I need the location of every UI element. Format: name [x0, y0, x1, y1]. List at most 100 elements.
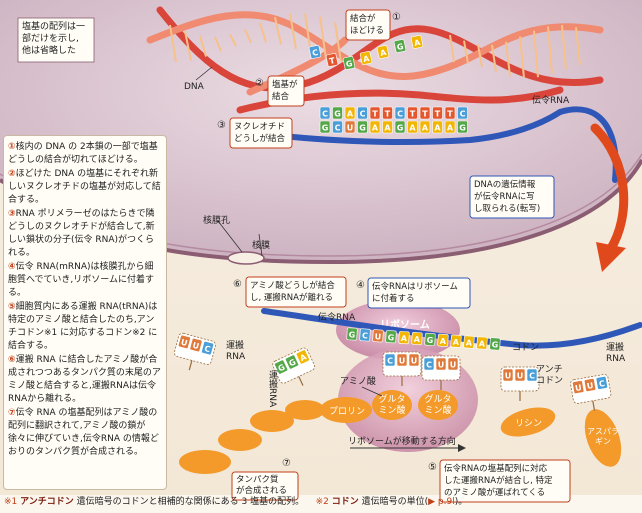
svg-text:U: U — [505, 372, 512, 381]
dna-base-A: A — [360, 51, 372, 65]
trna-base-U: U — [503, 369, 513, 381]
callout-c4-num: ④ — [356, 280, 365, 291]
mrna-base-A: A — [412, 332, 423, 345]
mrna-base-C: C — [360, 329, 371, 342]
dna-base-G: G — [394, 39, 406, 53]
callout-c6-num: ⑥ — [233, 279, 242, 290]
svg-text:G: G — [359, 124, 366, 133]
trna-base-U: U — [397, 354, 407, 366]
rna-base-A: A — [370, 121, 380, 133]
mrna-base-A: A — [451, 335, 462, 348]
amino-lysine-label: リシン — [515, 419, 542, 429]
template-base-C: C — [395, 107, 405, 119]
trna-base-C: C — [596, 376, 608, 390]
dna-base-C: C — [309, 45, 321, 59]
codon-label: コドン — [512, 343, 539, 353]
callout-c5-num: ⑤ — [428, 462, 437, 473]
svg-text:T: T — [422, 110, 428, 119]
step-5: ⑤細胞質内にある運搬 RNA(tRNA)は特定のアミノ酸と結合したのち,アンチコ… — [8, 301, 162, 353]
steps-panel: ①核内の DNA の 2本鎖の一部で塩基どうしの結合が切れてほどける。 ②ほどけ… — [3, 135, 167, 490]
svg-text:U: U — [517, 372, 524, 381]
svg-text:A: A — [422, 124, 429, 133]
rna-base-A: A — [383, 121, 393, 133]
page-ref-link[interactable]: ▶ p.9l — [428, 497, 455, 507]
step-3: ③RNA ポリメラーゼのはたらきで隣どうしのヌクレオチドが結合して,新しい鎖状の… — [8, 208, 162, 260]
dna-base-T: T — [326, 53, 338, 67]
step-6: ⑥運搬 RNA に結合したアミノ酸が合成されつつあるタンパク質の末尾のアミノ酸と… — [8, 354, 162, 406]
svg-text:T: T — [385, 110, 391, 119]
svg-text:U: U — [450, 361, 457, 370]
svg-text:G: G — [397, 124, 404, 133]
template-base-T: T — [383, 107, 393, 119]
svg-text:U: U — [438, 361, 445, 370]
step-4: ④伝令 RNA(mRNA)は核膜孔から細胞質へでていき,リボソームに付着する。 — [8, 261, 162, 300]
svg-text:A: A — [409, 124, 416, 133]
rna-base-A: A — [433, 121, 443, 133]
svg-text:G: G — [334, 110, 341, 119]
dna-base-A: A — [411, 35, 423, 49]
svg-text:U: U — [399, 357, 406, 366]
template-base-C: C — [358, 107, 368, 119]
trna-base-U: U — [584, 378, 596, 392]
svg-text:U: U — [411, 357, 418, 366]
mrna-base-A: A — [477, 337, 488, 350]
template-base-C: C — [458, 107, 468, 119]
svg-text:G: G — [459, 124, 466, 133]
svg-text:A: A — [434, 124, 441, 133]
trna-base-U: U — [436, 358, 446, 370]
template-base-T: T — [420, 107, 430, 119]
rna-base-U: U — [345, 121, 355, 133]
step-1: ①核内の DNA の 2本鎖の一部で塩基どうしの結合が切れてほどける。 — [8, 141, 162, 167]
trna-base-U: U — [515, 369, 525, 381]
dna-label: DNA — [184, 82, 205, 92]
svg-text:T: T — [447, 110, 453, 119]
dna-base-G: G — [343, 56, 355, 70]
svg-text:C: C — [426, 361, 432, 370]
svg-text:A: A — [384, 124, 391, 133]
trna-base-U: U — [409, 354, 419, 366]
mrna-base-G: G — [425, 333, 436, 346]
svg-text:A: A — [372, 124, 379, 133]
ribosome-direction-label: リボソームが移動する方向 — [348, 435, 456, 447]
nuclear-membrane-label: 核膜 — [252, 239, 270, 251]
svg-text:U: U — [374, 332, 381, 341]
mrna-base-A: A — [438, 334, 449, 347]
callout-c5-text: 伝令RNAの塩基配列に対応した運搬RNAが結合し, 特定のアミノ酸が運ばれてくる — [444, 463, 553, 498]
svg-text:C: C — [387, 357, 393, 366]
rna-base-C: C — [333, 121, 343, 133]
callout-c1-num: ① — [392, 12, 401, 23]
svg-text:T: T — [372, 110, 378, 119]
mrna-base-G: G — [347, 328, 358, 341]
step-7: ⑦伝令 RNA の塩基配列はアミノ酸の配列に翻訳されて,アミノ酸の鎖が徐々に伸び… — [8, 407, 162, 459]
svg-text:T: T — [410, 110, 416, 119]
template-base-T: T — [433, 107, 443, 119]
template-base-A: A — [345, 107, 355, 119]
rna-base-A: A — [445, 121, 455, 133]
mrna-label: 伝令RNA — [532, 94, 570, 106]
svg-text:C: C — [335, 124, 341, 133]
rna-base-G: G — [320, 121, 330, 133]
svg-text:C: C — [322, 110, 328, 119]
nuclear-pore — [228, 252, 264, 264]
mrna-base-G: G — [386, 330, 397, 343]
template-base-G: G — [333, 107, 343, 119]
rna-base-G: G — [358, 121, 368, 133]
mrna-base-A: A — [464, 336, 475, 349]
svg-text:C: C — [362, 331, 369, 340]
trna-base-C: C — [424, 358, 434, 370]
callout-transcription-text: DNAの遺伝情報が伝令RNAに写し取られる(転写) — [474, 179, 540, 214]
mrna-base-A: A — [399, 331, 410, 344]
svg-text:G: G — [491, 340, 498, 349]
svg-text:A: A — [347, 110, 354, 119]
template-base-T: T — [445, 107, 455, 119]
svg-text:C: C — [360, 110, 366, 119]
trna-base-U: U — [448, 358, 458, 370]
callout-c7-num: ⑦ — [282, 458, 291, 469]
rna-base-A: A — [408, 121, 418, 133]
svg-text:A: A — [447, 124, 454, 133]
